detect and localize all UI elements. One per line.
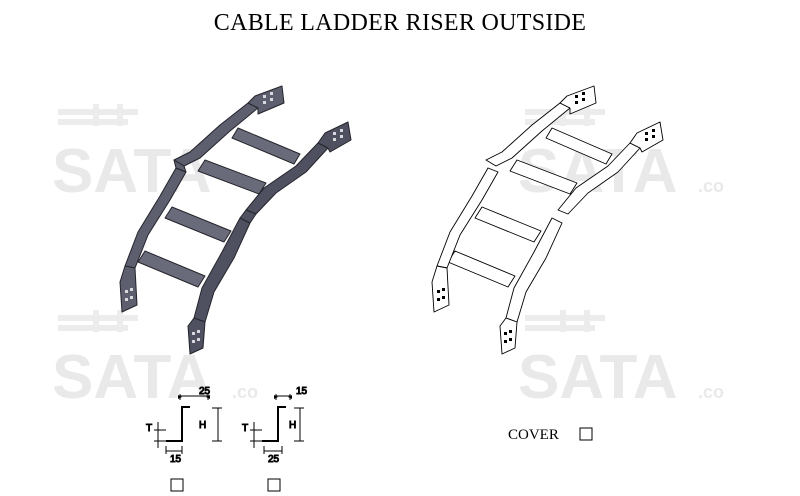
side-rail-right xyxy=(187,121,352,355)
svg-text:25: 25 xyxy=(268,454,280,465)
checkbox-profile-right[interactable] xyxy=(267,478,281,492)
svg-text:15: 15 xyxy=(170,454,182,465)
line-art-rail-left xyxy=(431,85,597,313)
svg-text:SATA: SATA xyxy=(52,137,212,206)
page-title: CABLE LADDER RISER OUTSIDE xyxy=(213,10,587,36)
ladder-riser-dark xyxy=(119,85,352,355)
svg-text:.co: .co xyxy=(232,382,258,402)
side-rail-left xyxy=(119,85,285,313)
cover-label: COVER xyxy=(508,427,559,443)
svg-text:H: H xyxy=(199,420,206,431)
svg-text:15: 15 xyxy=(296,386,308,397)
checkbox-profile-left[interactable] xyxy=(170,478,184,492)
svg-text:SATA: SATA xyxy=(518,343,678,412)
line-art-rail-right xyxy=(499,121,664,355)
checkbox-cover[interactable] xyxy=(579,427,593,441)
profile-section-right: 15 25 H T xyxy=(242,386,309,466)
watermark-bottom-right: SATA .co xyxy=(518,310,724,412)
svg-text:T: T xyxy=(146,423,152,434)
watermark-bottom-left: SATA .co xyxy=(52,310,258,412)
line-art-plate-holes xyxy=(437,92,655,343)
splice-plate-holes xyxy=(125,92,343,343)
svg-text:SATA: SATA xyxy=(52,343,212,412)
svg-text:H: H xyxy=(289,420,296,431)
svg-text:.co: .co xyxy=(698,382,724,402)
svg-text:T: T xyxy=(242,423,248,434)
ladder-riser-line-art xyxy=(431,85,664,355)
profile-section-left: 25 15 H T xyxy=(146,386,222,466)
line-art-rungs xyxy=(447,127,613,288)
svg-text:25: 25 xyxy=(199,386,211,397)
ladder-rungs xyxy=(137,127,301,288)
svg-text:.co: .co xyxy=(698,176,724,196)
